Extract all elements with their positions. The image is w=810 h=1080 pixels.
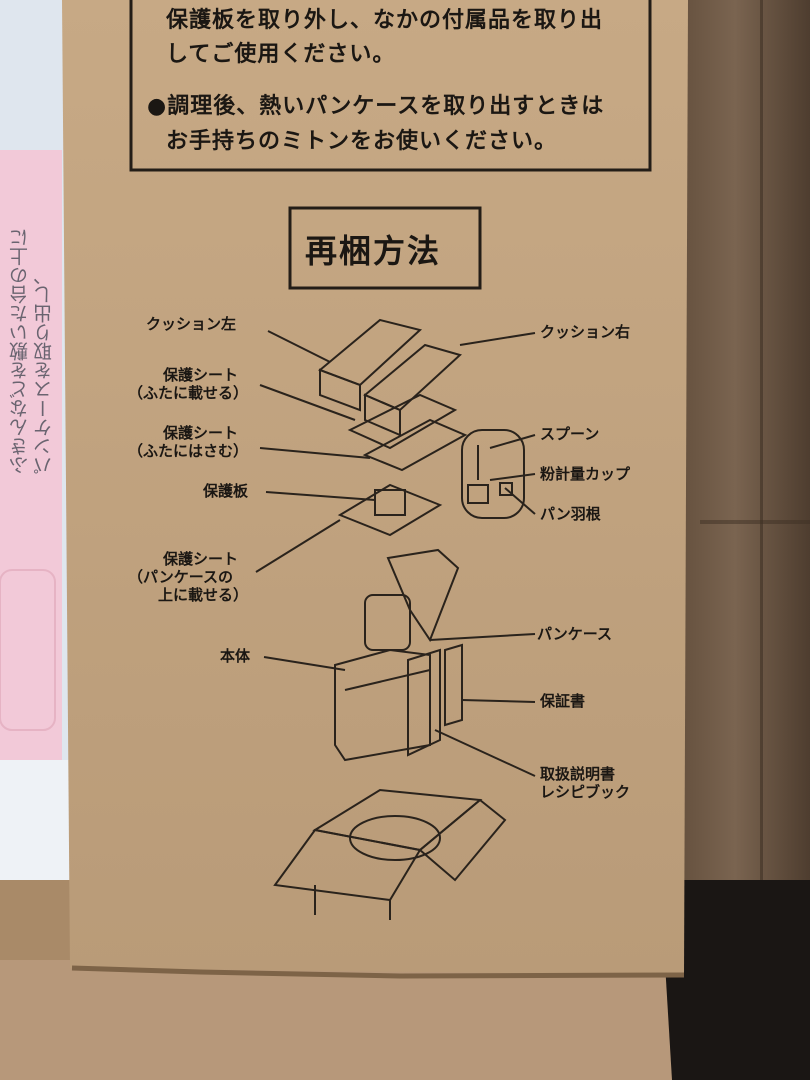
label-spoon: スプーン: [540, 425, 600, 443]
label-sheet-on-case-2: （パンケースの: [128, 568, 234, 586]
label-main-body: 本体: [220, 647, 251, 665]
label-manual-2: レシピブック: [540, 783, 631, 801]
label-measuring-cup: 粉計量カップ: [540, 465, 631, 483]
label-cushion-right: クッション右: [540, 323, 631, 341]
label-cushion-left: クッション左: [146, 315, 237, 333]
label-sheet-in-lid-2: （ふたにはさむ）: [128, 442, 249, 460]
side-box-line-2: パンケースを取り出し、: [33, 266, 55, 475]
label-bread-case: パンケース: [537, 625, 613, 643]
label-protect-board: 保護板: [203, 482, 249, 500]
notice-line-1: 保護板を取り外し、なかの付属品を取り出: [166, 8, 604, 33]
label-sheet-on-case-1: 保護シート: [163, 550, 239, 568]
label-pan-blade: パン羽根: [540, 505, 601, 523]
label-sheet-on-case-3: 上に載せる）: [158, 586, 249, 604]
label-warranty: 保証書: [540, 692, 586, 710]
side-box-line-1: ふきんなどを敷いた台の上に: [9, 228, 31, 475]
label-manual-1: 取扱説明書: [540, 765, 616, 783]
label-sheet-on-lid-1: 保護シート: [163, 366, 239, 384]
notice-line-3: ●調理後、熱いパンケースを取り出すときは: [147, 94, 605, 119]
notice-line-2: してご使用ください。: [166, 42, 396, 67]
section-title: 再梱方法: [305, 232, 442, 270]
label-sheet-in-lid-1: 保護シート: [163, 424, 239, 442]
label-sheet-on-lid-2: （ふたに載せる）: [128, 384, 249, 402]
notice-line-4: お手持ちのミトンをお使いください。: [166, 129, 558, 154]
